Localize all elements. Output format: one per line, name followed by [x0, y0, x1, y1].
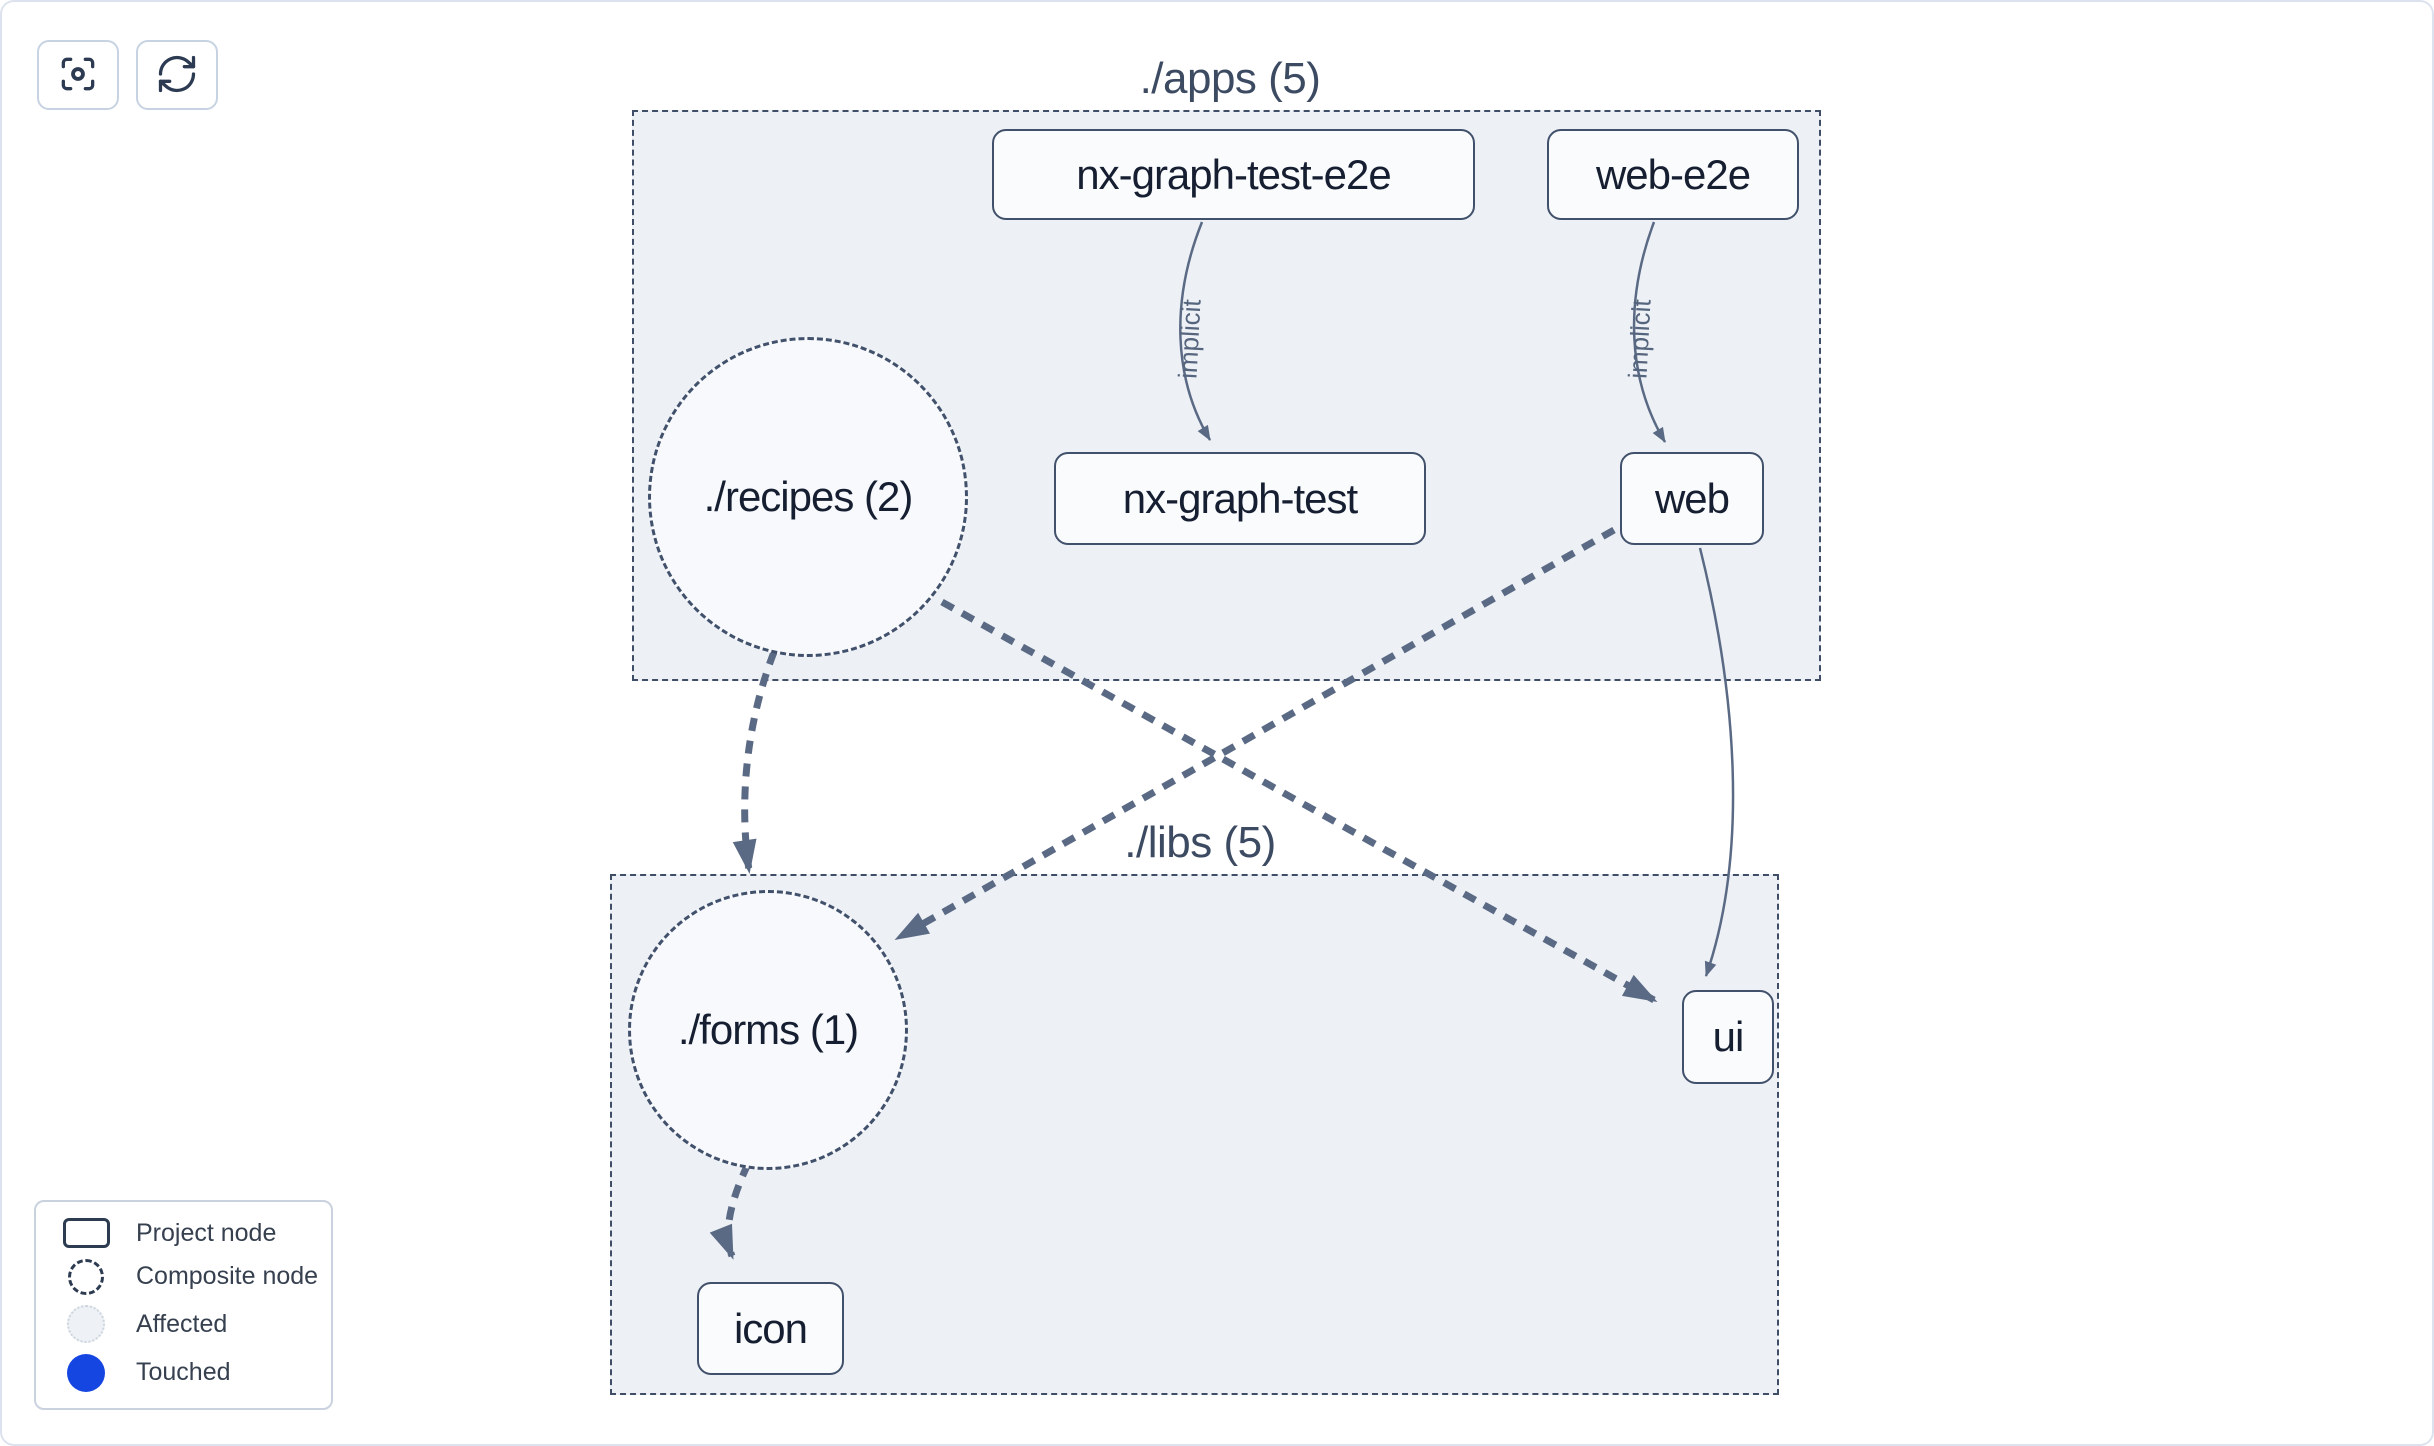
group-libs-label: ./libs (5)	[1124, 818, 1276, 867]
composite-node-swatch	[68, 1258, 104, 1295]
node-recipes-composite[interactable]: ./recipes (2)	[648, 337, 968, 657]
node-ui[interactable]: ui	[1682, 990, 1774, 1084]
legend-label-composite: Composite node	[136, 1262, 319, 1291]
legend-label-project: Project node	[136, 1218, 277, 1247]
legend-row-composite: Composite node	[36, 1258, 331, 1295]
refresh-button[interactable]	[136, 40, 218, 110]
toolbar	[37, 40, 218, 110]
legend-row-project: Project node	[36, 1218, 331, 1249]
edge-label-implicit-1: implicit	[1172, 298, 1207, 380]
node-icon[interactable]: icon	[697, 1282, 844, 1375]
legend-row-affected: Affected	[36, 1305, 331, 1344]
group-apps-label: ./apps (5)	[1139, 54, 1321, 103]
edge-recipes-to-forms[interactable]	[732, 650, 778, 874]
focus-icon	[56, 52, 100, 99]
legend-label-touched: Touched	[136, 1358, 231, 1387]
touched-swatch	[67, 1353, 105, 1392]
affected-swatch	[67, 1305, 105, 1344]
legend-label-affected: Affected	[136, 1309, 228, 1338]
node-nx-graph-test[interactable]: nx-graph-test	[1054, 452, 1426, 545]
node-nx-graph-test-e2e[interactable]: nx-graph-test-e2e	[992, 129, 1475, 220]
edge-recipes-to-ui[interactable]	[940, 598, 1658, 1004]
legend: Project node Composite node Affected Tou…	[34, 1200, 333, 1410]
refresh-icon	[155, 52, 199, 99]
edge-web-to-forms[interactable]	[894, 526, 1616, 942]
node-forms-composite[interactable]: ./forms (1)	[628, 890, 908, 1170]
project-node-swatch	[62, 1218, 110, 1249]
node-web[interactable]: web	[1620, 452, 1764, 545]
edge-web-to-ui[interactable]	[1698, 547, 1735, 977]
node-web-e2e[interactable]: web-e2e	[1547, 129, 1799, 220]
edge-web-e2e-to-web[interactable]	[1632, 221, 1667, 443]
edge-forms-to-icon[interactable]	[709, 1162, 752, 1260]
focus-button[interactable]	[37, 40, 119, 110]
legend-row-touched: Touched	[36, 1353, 331, 1392]
edge-nx-graph-test-e2e-to-nx-graph-test[interactable]	[1179, 221, 1212, 441]
edge-label-implicit-2: implicit	[1622, 298, 1657, 380]
